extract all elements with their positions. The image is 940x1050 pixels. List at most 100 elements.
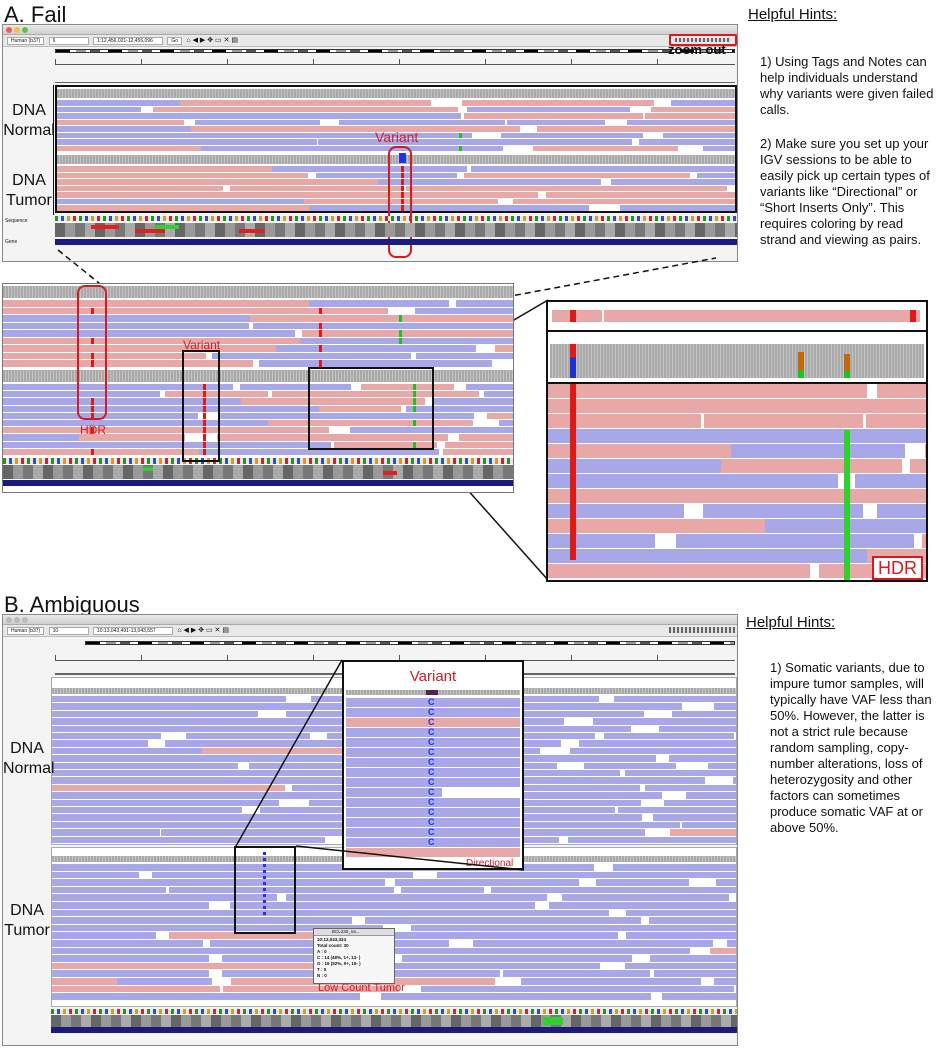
read (3, 405, 322, 412)
minimize-icon[interactable] (14, 617, 20, 623)
read (3, 360, 253, 367)
maximize-icon[interactable] (22, 617, 28, 623)
mismatch-base (401, 205, 404, 211)
inset-read (346, 848, 520, 857)
go-button[interactable]: Go (167, 36, 183, 45)
mismatch-base (401, 185, 404, 191)
read (381, 993, 651, 1000)
read (57, 179, 386, 185)
normal-coverage-track (57, 89, 735, 98)
read (52, 871, 140, 879)
chromosome-ideogram[interactable] (55, 49, 735, 53)
read (52, 784, 285, 792)
directional-label: Directional (466, 858, 514, 869)
read (271, 166, 467, 172)
genome-select[interactable]: Human (b37) (7, 36, 45, 45)
chromosome-select-b[interactable]: 10 (48, 626, 89, 635)
read (444, 441, 513, 448)
read (593, 718, 736, 725)
read (626, 909, 736, 917)
read (405, 185, 727, 191)
mismatch-base (319, 307, 322, 314)
mismatch-base (401, 166, 404, 172)
inset-read (346, 708, 520, 717)
zoom-out-label: zoom out (668, 42, 726, 57)
zoom-slider[interactable] (675, 38, 731, 42)
read (548, 504, 685, 518)
minimize-icon[interactable] (14, 27, 20, 33)
mismatch-base (399, 330, 402, 337)
read (134, 799, 279, 806)
variant-highlight (388, 146, 412, 258)
mismatch-base (91, 448, 94, 455)
mismatch-base (91, 412, 94, 419)
nav-icons-b[interactable]: ⌂ ◀ ▶ ✥ ▭ ✕ ▤ (177, 627, 229, 634)
read (52, 836, 325, 843)
tumor-reads (57, 166, 735, 212)
sequence-track (55, 216, 737, 221)
detail-top-reads (548, 302, 926, 332)
read (156, 307, 389, 314)
read (662, 132, 735, 138)
variant-base: C (428, 787, 435, 797)
read (604, 733, 735, 740)
mismatch-base (401, 179, 404, 185)
nav-icons[interactable]: ⌂ ◀ ▶ ✥ ▭ ✕ ▤ (186, 37, 239, 44)
close-icon[interactable] (6, 27, 12, 33)
read (52, 879, 385, 886)
read (682, 821, 736, 829)
chromosome-select[interactable]: 6 (48, 36, 89, 45)
read (229, 185, 402, 191)
read (876, 504, 926, 518)
hints-a-title: Helpful Hints: (748, 6, 838, 23)
popup-line: 10:13,043,324 (317, 937, 347, 942)
read (57, 132, 249, 138)
mismatch-base (401, 198, 404, 204)
genome-select-b[interactable]: Human (b37) (7, 626, 45, 635)
read (57, 166, 283, 172)
read (579, 740, 736, 747)
read (198, 448, 440, 455)
mismatch-base (413, 391, 416, 398)
read (217, 434, 448, 441)
locus-input[interactable]: 1:12,456,021-12,456,096 (92, 36, 163, 45)
read (52, 940, 203, 947)
maximize-icon[interactable] (22, 27, 28, 33)
read (165, 740, 445, 747)
read (662, 993, 736, 1000)
locus-input-b[interactable]: 10:13,043,491-13,043,557 (92, 626, 173, 635)
read (533, 145, 679, 151)
read (611, 179, 735, 185)
mismatch-base (413, 405, 416, 412)
read (713, 703, 736, 710)
close-icon[interactable] (6, 617, 12, 623)
read (663, 799, 736, 806)
read (52, 947, 368, 955)
inset-read (346, 718, 520, 727)
section-b-title: B. Ambiguous (4, 592, 140, 617)
read (613, 696, 736, 703)
read (507, 119, 605, 125)
variant-base: C (428, 717, 435, 727)
read (548, 384, 868, 398)
read (443, 448, 513, 455)
inset-read (346, 728, 520, 737)
read (361, 384, 455, 391)
gene-track-b (51, 1027, 737, 1033)
read (670, 100, 735, 106)
read (548, 474, 839, 488)
read (201, 747, 418, 755)
zoom-slider-b[interactable] (669, 627, 735, 633)
read (658, 725, 736, 732)
mismatch-base (91, 427, 94, 434)
read (169, 932, 336, 939)
chromosome-ideogram-b[interactable] (85, 641, 735, 645)
zoom-slider-highlight[interactable] (669, 34, 737, 46)
read (253, 322, 513, 329)
read (229, 902, 535, 909)
inset-read (346, 798, 520, 807)
read (411, 924, 736, 932)
